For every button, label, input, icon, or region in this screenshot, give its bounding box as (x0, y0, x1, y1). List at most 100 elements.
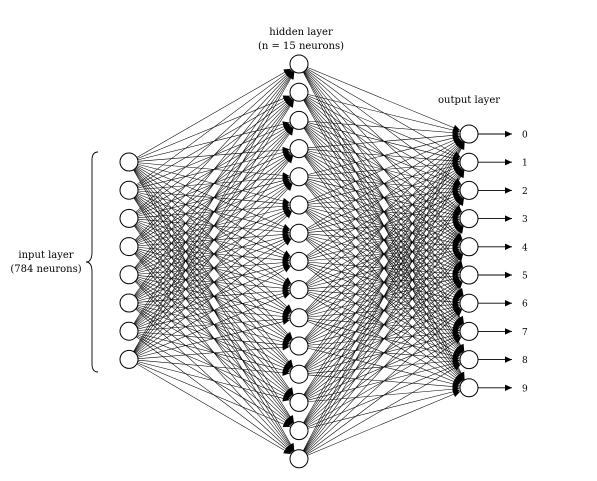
connection-edge (304, 140, 463, 312)
connection-edge (304, 281, 463, 453)
hidden-neuron (289, 223, 309, 243)
connection-edge (303, 142, 465, 423)
connection-edge (302, 142, 465, 451)
connection-edge (304, 254, 464, 452)
output-digit-label: 1 (522, 159, 528, 169)
hidden-neuron (289, 308, 309, 328)
connection-edge (305, 309, 463, 453)
connection-edge (137, 359, 290, 376)
connection-edge (137, 361, 290, 402)
output-digit-label: 7 (522, 328, 528, 338)
input-hidden-connections (133, 68, 295, 455)
hidden-neuron (289, 82, 309, 102)
output-digit-label: 2 (522, 187, 528, 197)
connection-edge (307, 134, 460, 175)
connection-edge (136, 363, 291, 455)
input-layer-count-label: (784 neurons) (10, 264, 81, 275)
input-layer-label: input layer (18, 250, 73, 261)
output-neuron (459, 237, 479, 257)
input-neuron (119, 180, 139, 200)
output-digit-label: 8 (522, 356, 528, 366)
input-neuron (119, 321, 139, 341)
input-neuron (119, 152, 139, 172)
connection-edge (136, 238, 292, 355)
input-neuron (119, 208, 139, 228)
connection-edge (136, 68, 291, 158)
hidden-output-connections (302, 67, 465, 456)
connection-edge (304, 141, 464, 340)
connection-edge (135, 70, 293, 213)
connection-edge (133, 127, 294, 353)
connection-edge (307, 120, 460, 136)
connection-edge (306, 138, 461, 229)
connection-edge (303, 226, 464, 452)
connection-edge (134, 183, 293, 354)
connection-edge (306, 336, 462, 454)
output-layer-label: output layer (438, 95, 500, 106)
output-neuron (459, 350, 479, 370)
connection-edge (306, 364, 461, 455)
output-neuron (459, 378, 479, 398)
connection-edge (136, 265, 291, 356)
hidden-neuron (289, 195, 309, 215)
connection-edge (133, 100, 295, 352)
connection-edge (136, 69, 292, 186)
connection-edge (307, 137, 461, 202)
input-neuron (119, 293, 139, 313)
output-neuron (459, 293, 479, 313)
hidden-layer-neurons (289, 54, 309, 469)
output-layer-neurons (459, 124, 479, 398)
hidden-neuron (289, 139, 309, 159)
hidden-neuron (289, 167, 309, 187)
hidden-neuron (289, 449, 309, 469)
input-neuron (119, 349, 139, 369)
input-layer-neurons (119, 152, 139, 369)
connection-edge (134, 71, 294, 268)
connection-edge (303, 141, 465, 395)
input-neuron (119, 237, 139, 257)
hidden-layer-label: hidden layer (269, 27, 333, 38)
connection-edge (134, 70, 293, 241)
connection-edge (137, 362, 291, 428)
output-digit-label: 3 (522, 215, 528, 225)
connection-edge (303, 170, 465, 452)
hidden-neuron (289, 421, 309, 441)
output-neuron (459, 124, 479, 144)
hidden-neuron (289, 110, 309, 130)
connection-edge (307, 391, 461, 456)
connection-edge (303, 198, 465, 452)
connection-edge (137, 344, 290, 359)
output-digit-label: 9 (522, 384, 528, 394)
output-neuron (459, 152, 479, 172)
connection-edge (134, 155, 294, 353)
connection-edge (305, 140, 463, 284)
output-digit-label: 6 (522, 300, 528, 310)
connection-edge (307, 94, 460, 134)
hidden-layer-count-label: (n = 15 neurons) (258, 41, 344, 52)
connection-edge (133, 71, 294, 296)
hidden-neuron (289, 54, 309, 74)
output-neuron (459, 321, 479, 341)
output-neuron (459, 209, 479, 229)
hidden-neuron (289, 336, 309, 356)
hidden-neuron (289, 392, 309, 412)
input-layer-brace (85, 151, 99, 373)
output-digit-label: 0 (522, 131, 528, 141)
output-digit-label: 4 (522, 243, 528, 253)
input-neuron (119, 265, 139, 285)
connection-edge (137, 318, 290, 358)
hidden-neuron (289, 364, 309, 384)
connection-edge (307, 67, 461, 131)
output-neuron (459, 180, 479, 200)
connection-edge (133, 71, 295, 324)
connection-edge (306, 139, 462, 257)
output-digit-label: 5 (522, 272, 528, 282)
connection-edge (137, 292, 291, 357)
hidden-neuron (289, 280, 309, 300)
output-arrows: 0 1 2 3 4 5 6 7 8 9 (478, 131, 528, 394)
output-neuron (459, 265, 479, 285)
connection-edge (303, 141, 464, 368)
hidden-neuron (289, 251, 309, 271)
connection-edge (133, 72, 295, 352)
